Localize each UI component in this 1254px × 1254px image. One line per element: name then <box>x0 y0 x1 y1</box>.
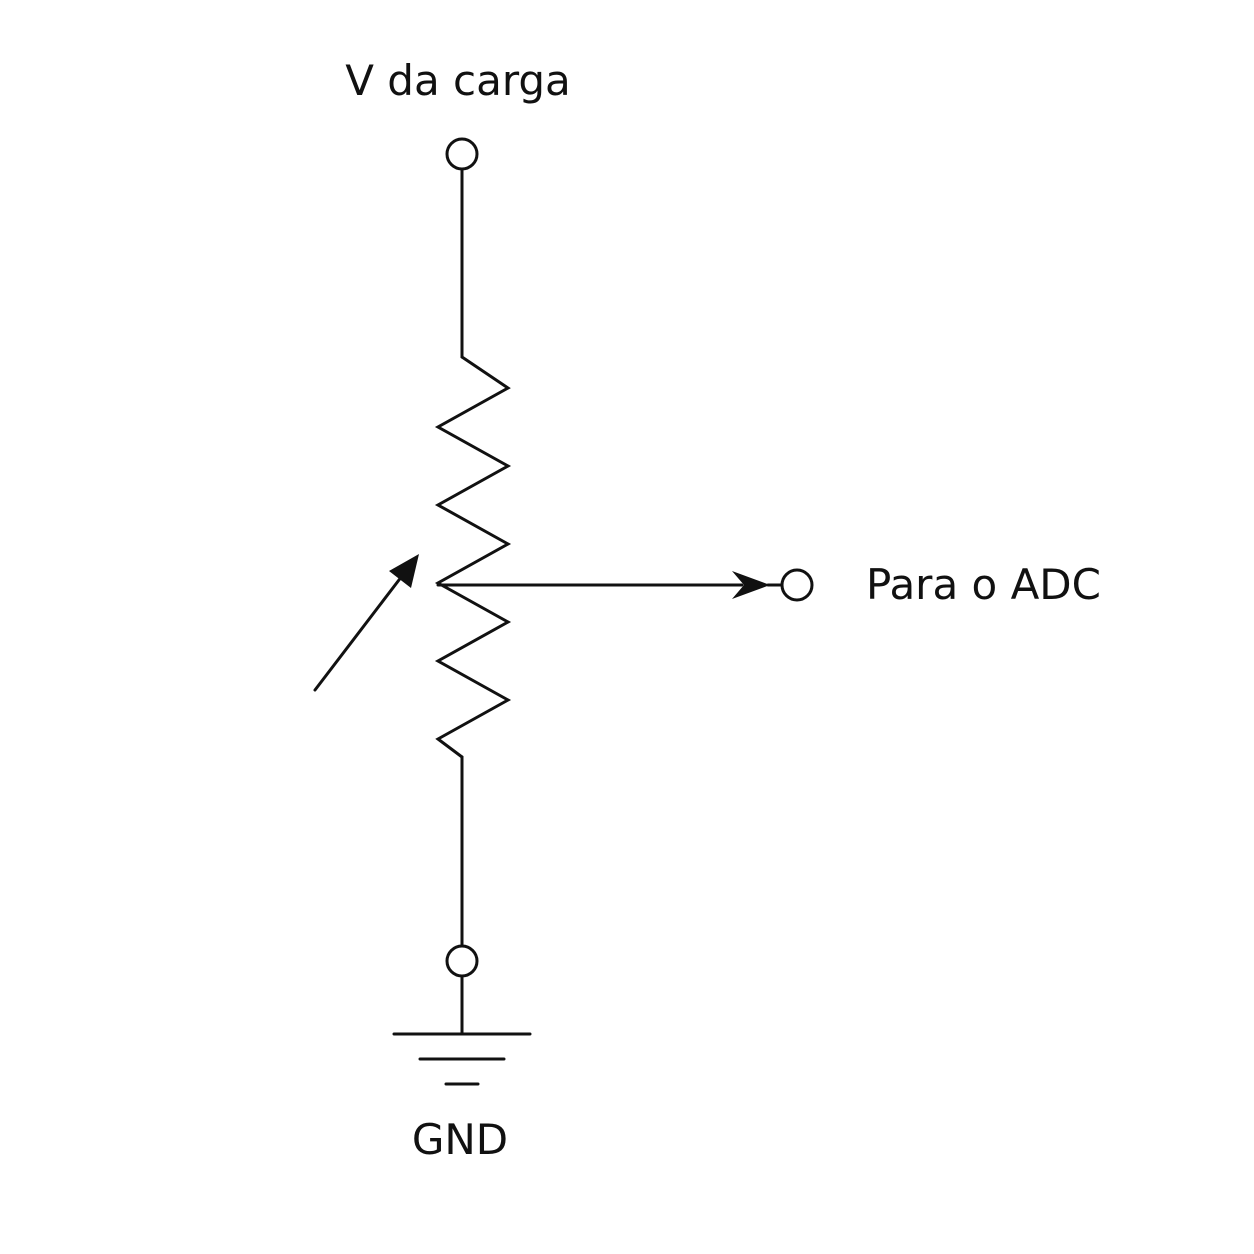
ground-symbol-icon <box>392 1032 532 1086</box>
output-terminal <box>780 568 814 602</box>
top-terminal <box>445 137 479 171</box>
bottom-terminal <box>445 944 479 978</box>
top-label: V da carga <box>345 56 571 105</box>
ground-label: GND <box>412 1115 508 1164</box>
output-label: Para o ADC <box>866 560 1101 609</box>
wiper-arrowhead-icon <box>732 571 770 599</box>
variable-adjust-arrow-icon <box>313 554 419 692</box>
variable-resistor-zigzag <box>434 355 512 759</box>
